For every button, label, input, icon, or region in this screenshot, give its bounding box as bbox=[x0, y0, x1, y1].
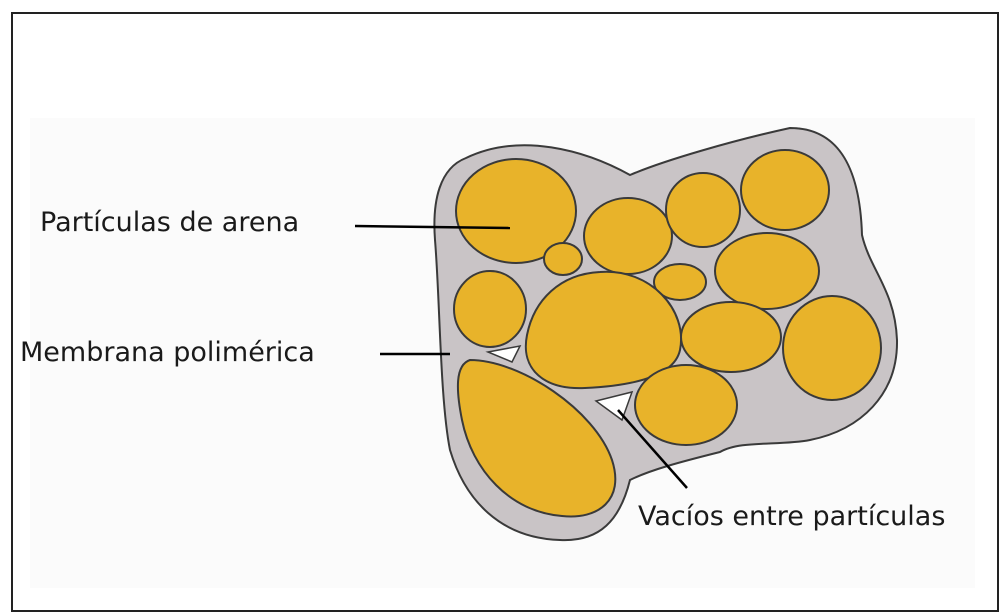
label-sand-particles: Partículas de arena bbox=[40, 209, 299, 236]
sand-particle bbox=[666, 173, 740, 247]
sand-particle bbox=[584, 198, 672, 274]
sand-particle bbox=[454, 271, 526, 347]
sand-particle bbox=[783, 296, 881, 400]
sand-particle bbox=[544, 243, 582, 275]
label-polymer-membrane: Membrana polimérica bbox=[20, 339, 315, 366]
sand-particle bbox=[741, 150, 829, 230]
sand-particle bbox=[715, 233, 819, 309]
sand-particle bbox=[635, 365, 737, 445]
label-voids: Vacíos entre partículas bbox=[638, 503, 945, 530]
sand-particle bbox=[681, 302, 781, 372]
